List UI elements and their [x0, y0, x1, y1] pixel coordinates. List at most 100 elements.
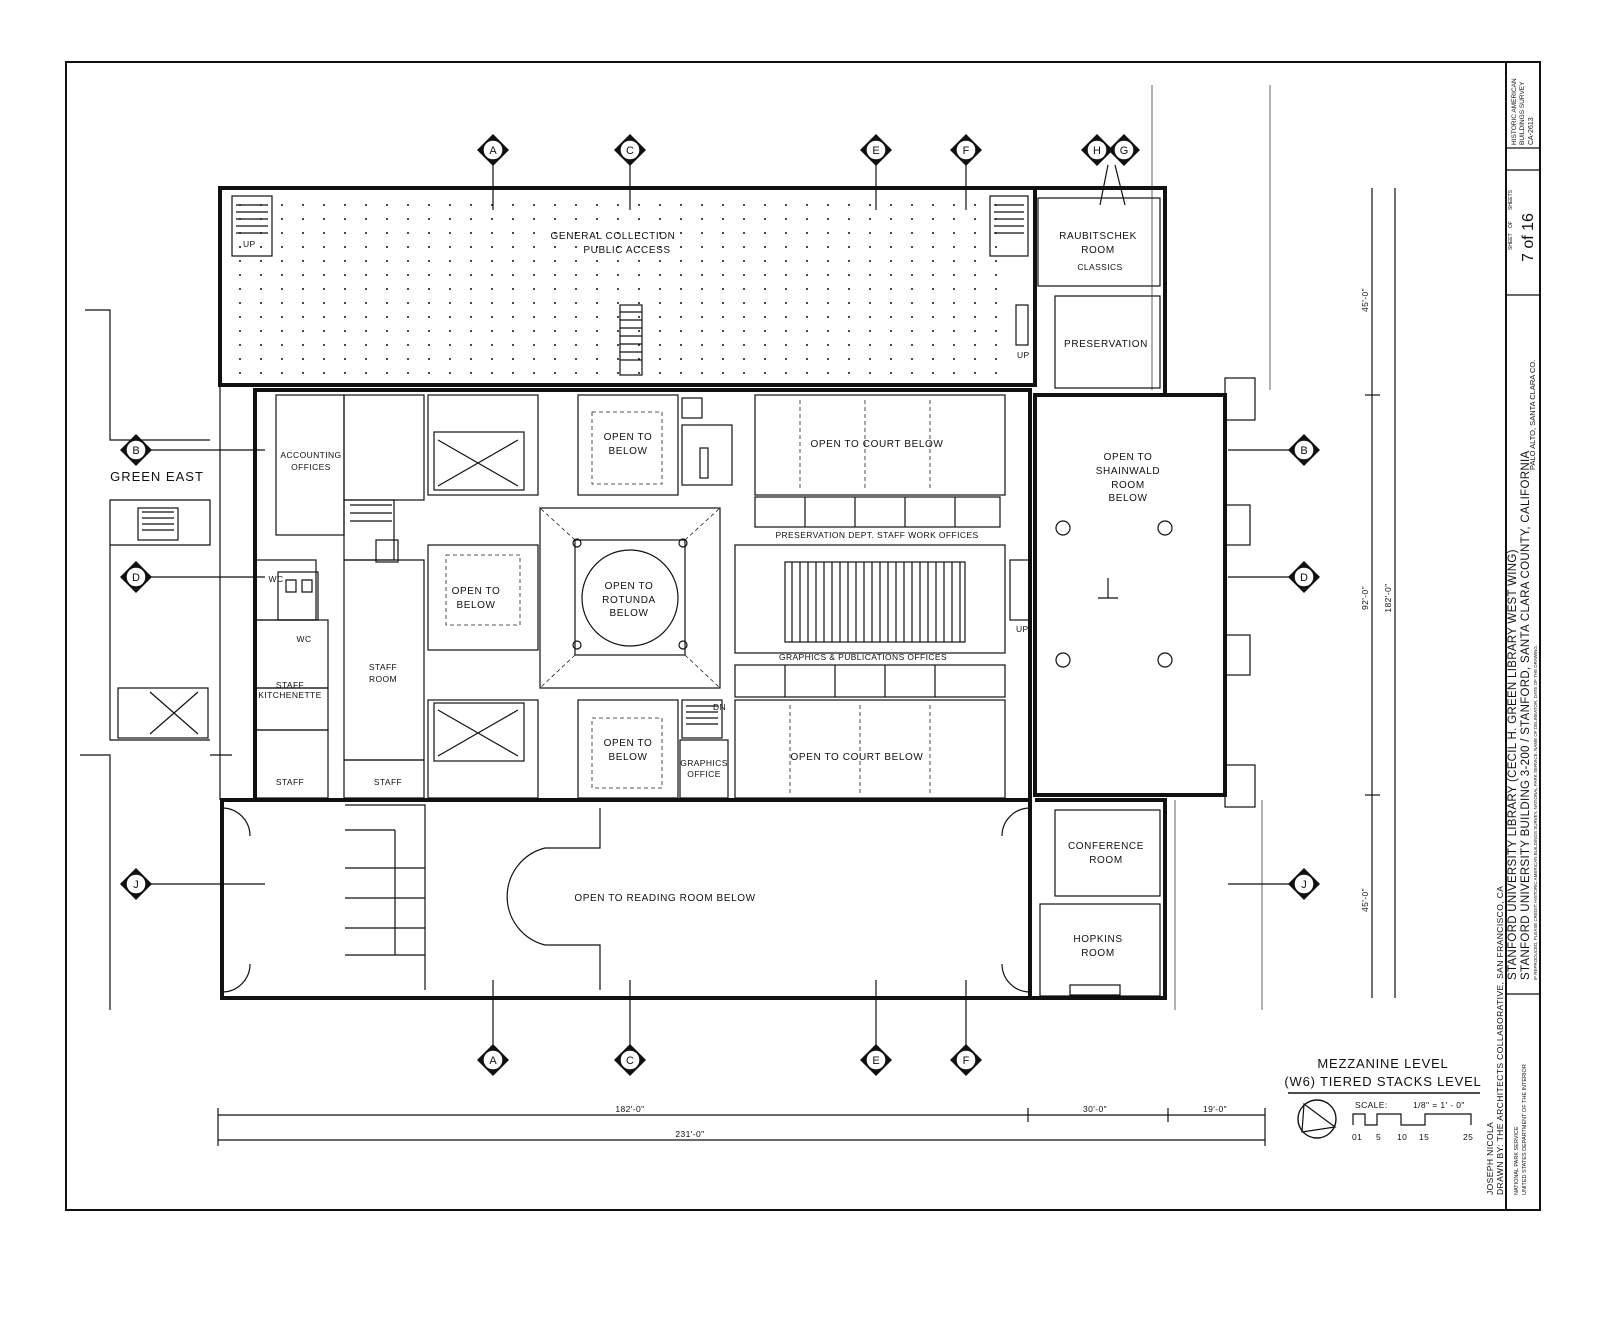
stack-post — [617, 372, 619, 374]
label-staff-room-2: ROOM — [369, 674, 397, 684]
stack-post — [323, 372, 325, 374]
grid-bubble-letter: B — [1300, 445, 1307, 457]
stack-post — [533, 372, 535, 374]
stack-post — [701, 218, 703, 220]
stack-post — [743, 372, 745, 374]
stack-post — [617, 316, 619, 318]
stack-post — [785, 330, 787, 332]
stack-post — [344, 358, 346, 360]
location: PALO ALTO, SANTA CLARA CO. — [1528, 360, 1537, 470]
stack-post — [365, 218, 367, 220]
stack-post — [554, 358, 556, 360]
stack-post — [974, 204, 976, 206]
stack-post — [491, 260, 493, 262]
stack-post — [470, 316, 472, 318]
stack-post — [428, 344, 430, 346]
stack-post — [533, 344, 535, 346]
stack-post — [512, 316, 514, 318]
sheet-label: SHEET — [1508, 233, 1514, 250]
stack-post — [533, 218, 535, 220]
stack-post — [785, 274, 787, 276]
stack-post — [869, 232, 871, 234]
stack-post — [806, 372, 808, 374]
building-outline — [218, 186, 1256, 1000]
stack-post — [491, 218, 493, 220]
dimension-lines — [217, 188, 1396, 1146]
stack-post — [365, 344, 367, 346]
stack-post — [533, 358, 535, 360]
stack-post — [344, 316, 346, 318]
label-staff-room-1: STAFF — [369, 662, 397, 672]
stack-post — [323, 232, 325, 234]
stack-post — [617, 358, 619, 360]
stack-post — [344, 372, 346, 374]
stack-post — [932, 330, 934, 332]
grid-bubble-letter: E — [872, 145, 879, 157]
stack-post — [554, 246, 556, 248]
stack-post — [848, 288, 850, 290]
stack-post — [869, 288, 871, 290]
stack-post — [260, 302, 262, 304]
stack-post — [428, 302, 430, 304]
stack-post — [260, 288, 262, 290]
grid-bubble-top: G — [1108, 134, 1140, 166]
stack-post — [344, 246, 346, 248]
stack-post — [743, 232, 745, 234]
stack-post — [995, 344, 997, 346]
stack-post — [596, 246, 598, 248]
stack-post — [701, 246, 703, 248]
building-name-line1: STANFORD UNIVERSITY LIBRARY (CECIL H. GR… — [1507, 549, 1519, 980]
stack-post — [764, 302, 766, 304]
stack-post — [806, 288, 808, 290]
stack-post — [701, 330, 703, 332]
grid-bubble-letter: A — [489, 1055, 497, 1067]
stack-post — [428, 274, 430, 276]
stack-post — [722, 344, 724, 346]
grid-bubble-bottom: F — [950, 1044, 982, 1076]
stack-post — [554, 232, 556, 234]
stack-post — [911, 358, 913, 360]
dim-right-mid: 92'-0" — [1360, 586, 1370, 610]
stack-post — [680, 246, 682, 248]
stack-post — [890, 344, 892, 346]
stack-post — [239, 372, 241, 374]
stack-post — [260, 274, 262, 276]
stack-post — [533, 204, 535, 206]
stack-post — [239, 260, 241, 262]
label-graphics-pubs: GRAPHICS & PUBLICATIONS OFFICES — [779, 652, 947, 662]
court-and-offices — [734, 394, 1031, 799]
stack-post — [680, 330, 682, 332]
stack-post — [995, 316, 997, 318]
stack-post — [596, 232, 598, 234]
stack-post — [659, 204, 661, 206]
reading-room — [221, 804, 1031, 993]
stack-post — [365, 260, 367, 262]
stack-post — [827, 330, 829, 332]
stack-post — [596, 344, 598, 346]
stack-post — [470, 246, 472, 248]
stack-post — [722, 358, 724, 360]
stack-post — [491, 288, 493, 290]
stack-post — [407, 218, 409, 220]
stack-post — [281, 232, 283, 234]
stack-post — [449, 330, 451, 332]
stack-post — [323, 358, 325, 360]
grid-bubble-top: F — [950, 134, 982, 166]
stack-post — [953, 246, 955, 248]
stack-post — [302, 358, 304, 360]
grid-bubble-letter: F — [963, 145, 970, 157]
stack-post — [848, 274, 850, 276]
stack-post — [869, 218, 871, 220]
stack-post — [512, 274, 514, 276]
stack-post — [407, 246, 409, 248]
stack-post — [743, 204, 745, 206]
stack-post — [848, 330, 850, 332]
stack-post — [638, 288, 640, 290]
stack-post — [890, 330, 892, 332]
label-shainwald-1: OPEN TO — [1104, 452, 1153, 463]
stack-post — [533, 302, 535, 304]
stack-post — [722, 246, 724, 248]
stack-post — [365, 274, 367, 276]
stack-post — [722, 302, 724, 304]
